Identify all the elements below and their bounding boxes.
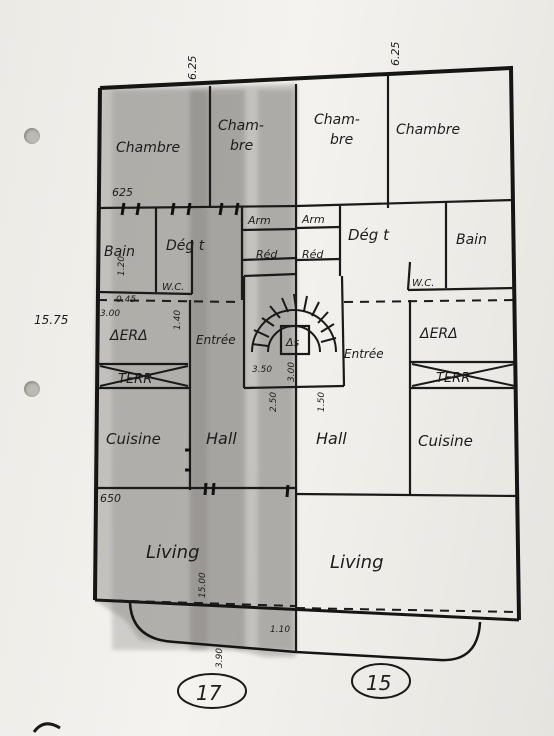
plot-15-ellipse (351, 663, 411, 699)
dim-350: 3.50 (252, 365, 272, 375)
dim-110: 1.10 (270, 625, 290, 635)
room-chambre-right: Chambre (396, 122, 460, 138)
room-bain-right: Bain (456, 232, 487, 248)
room-living-left: Living (146, 542, 200, 563)
room-chambre-mid-line2: bre (230, 138, 253, 154)
plot-17-ellipse (177, 673, 247, 709)
room-cuisine-right: Cuisine (418, 432, 473, 450)
dimension-labels: 6.25 6.25 625 15.75 0.45 3.00 1.40 1.20 … (34, 42, 402, 669)
room-deg-right: Dég t (348, 226, 390, 244)
room-aera-right: ΔERΔ (419, 326, 458, 342)
room-labels: Chambre Cham- bre Cham- bre Chambre Arm … (104, 112, 487, 705)
dim-1500: 15.00 (198, 572, 208, 598)
room-entree-left: Entrée (196, 333, 236, 347)
room-deg-left: Dég t (166, 238, 205, 254)
room-aera-left: ΔERΔ (109, 328, 148, 344)
plot-numbers (177, 663, 411, 709)
shaded-left-apartment (95, 84, 297, 657)
door-marks (120, 202, 290, 498)
punch-hole-bottom (24, 381, 40, 397)
room-arm-left: Arm (247, 214, 271, 227)
room-wc-right: W.C. (412, 278, 434, 289)
terr-crosses (99, 363, 516, 387)
room-ascenseur: Δs (285, 336, 300, 349)
dim-140: 1.40 (173, 310, 183, 330)
plot-number-17: 17 (196, 681, 222, 705)
dim-top-left: 6.25 (186, 56, 199, 81)
corner-mark (32, 722, 61, 733)
dim-height: 15.75 (34, 313, 68, 327)
room-chambre-mid-line1: Cham- (218, 118, 264, 134)
plot-number-15: 15 (366, 671, 391, 695)
dim-300: 3.00 (100, 309, 120, 319)
room-terr-left: TERR (118, 372, 152, 387)
staircase (251, 293, 337, 356)
dashed-lines (97, 299, 519, 613)
dim-045: 0.45 (116, 295, 136, 305)
room-wc-left: W.C. (162, 282, 184, 293)
room-cuisine-left: Cuisine (106, 430, 161, 448)
room-chambre-right-a-line1: Cham- (314, 112, 360, 128)
room-chambre-left: Chambre (116, 140, 180, 156)
dim-150: 1.50 (317, 392, 327, 412)
room-hall-left: Hall (206, 429, 237, 448)
dim-250: 2.50 (269, 392, 279, 412)
dim-120: 1.20 (117, 256, 127, 276)
dim-650: 650 (100, 492, 121, 505)
room-living-right: Living (330, 552, 384, 573)
room-bain-left: Bain (104, 244, 135, 260)
room-red-left: Réd (256, 248, 278, 261)
room-chambre-right-a-line2: bre (330, 132, 353, 148)
room-hall-right: Hall (316, 429, 347, 448)
interior-walls (97, 74, 519, 652)
dim-390: 3.90 (215, 648, 225, 668)
dim-300b: 3.00 (287, 362, 297, 382)
punch-hole-top (24, 128, 40, 144)
room-red-right: Réd (302, 248, 324, 261)
room-terr-right: TERR (436, 371, 470, 386)
dim-625: 625 (112, 186, 133, 199)
room-entree-right: Entrée (344, 347, 384, 361)
dim-top-right: 6.25 (389, 42, 402, 67)
room-arm-right: Arm (301, 213, 325, 226)
